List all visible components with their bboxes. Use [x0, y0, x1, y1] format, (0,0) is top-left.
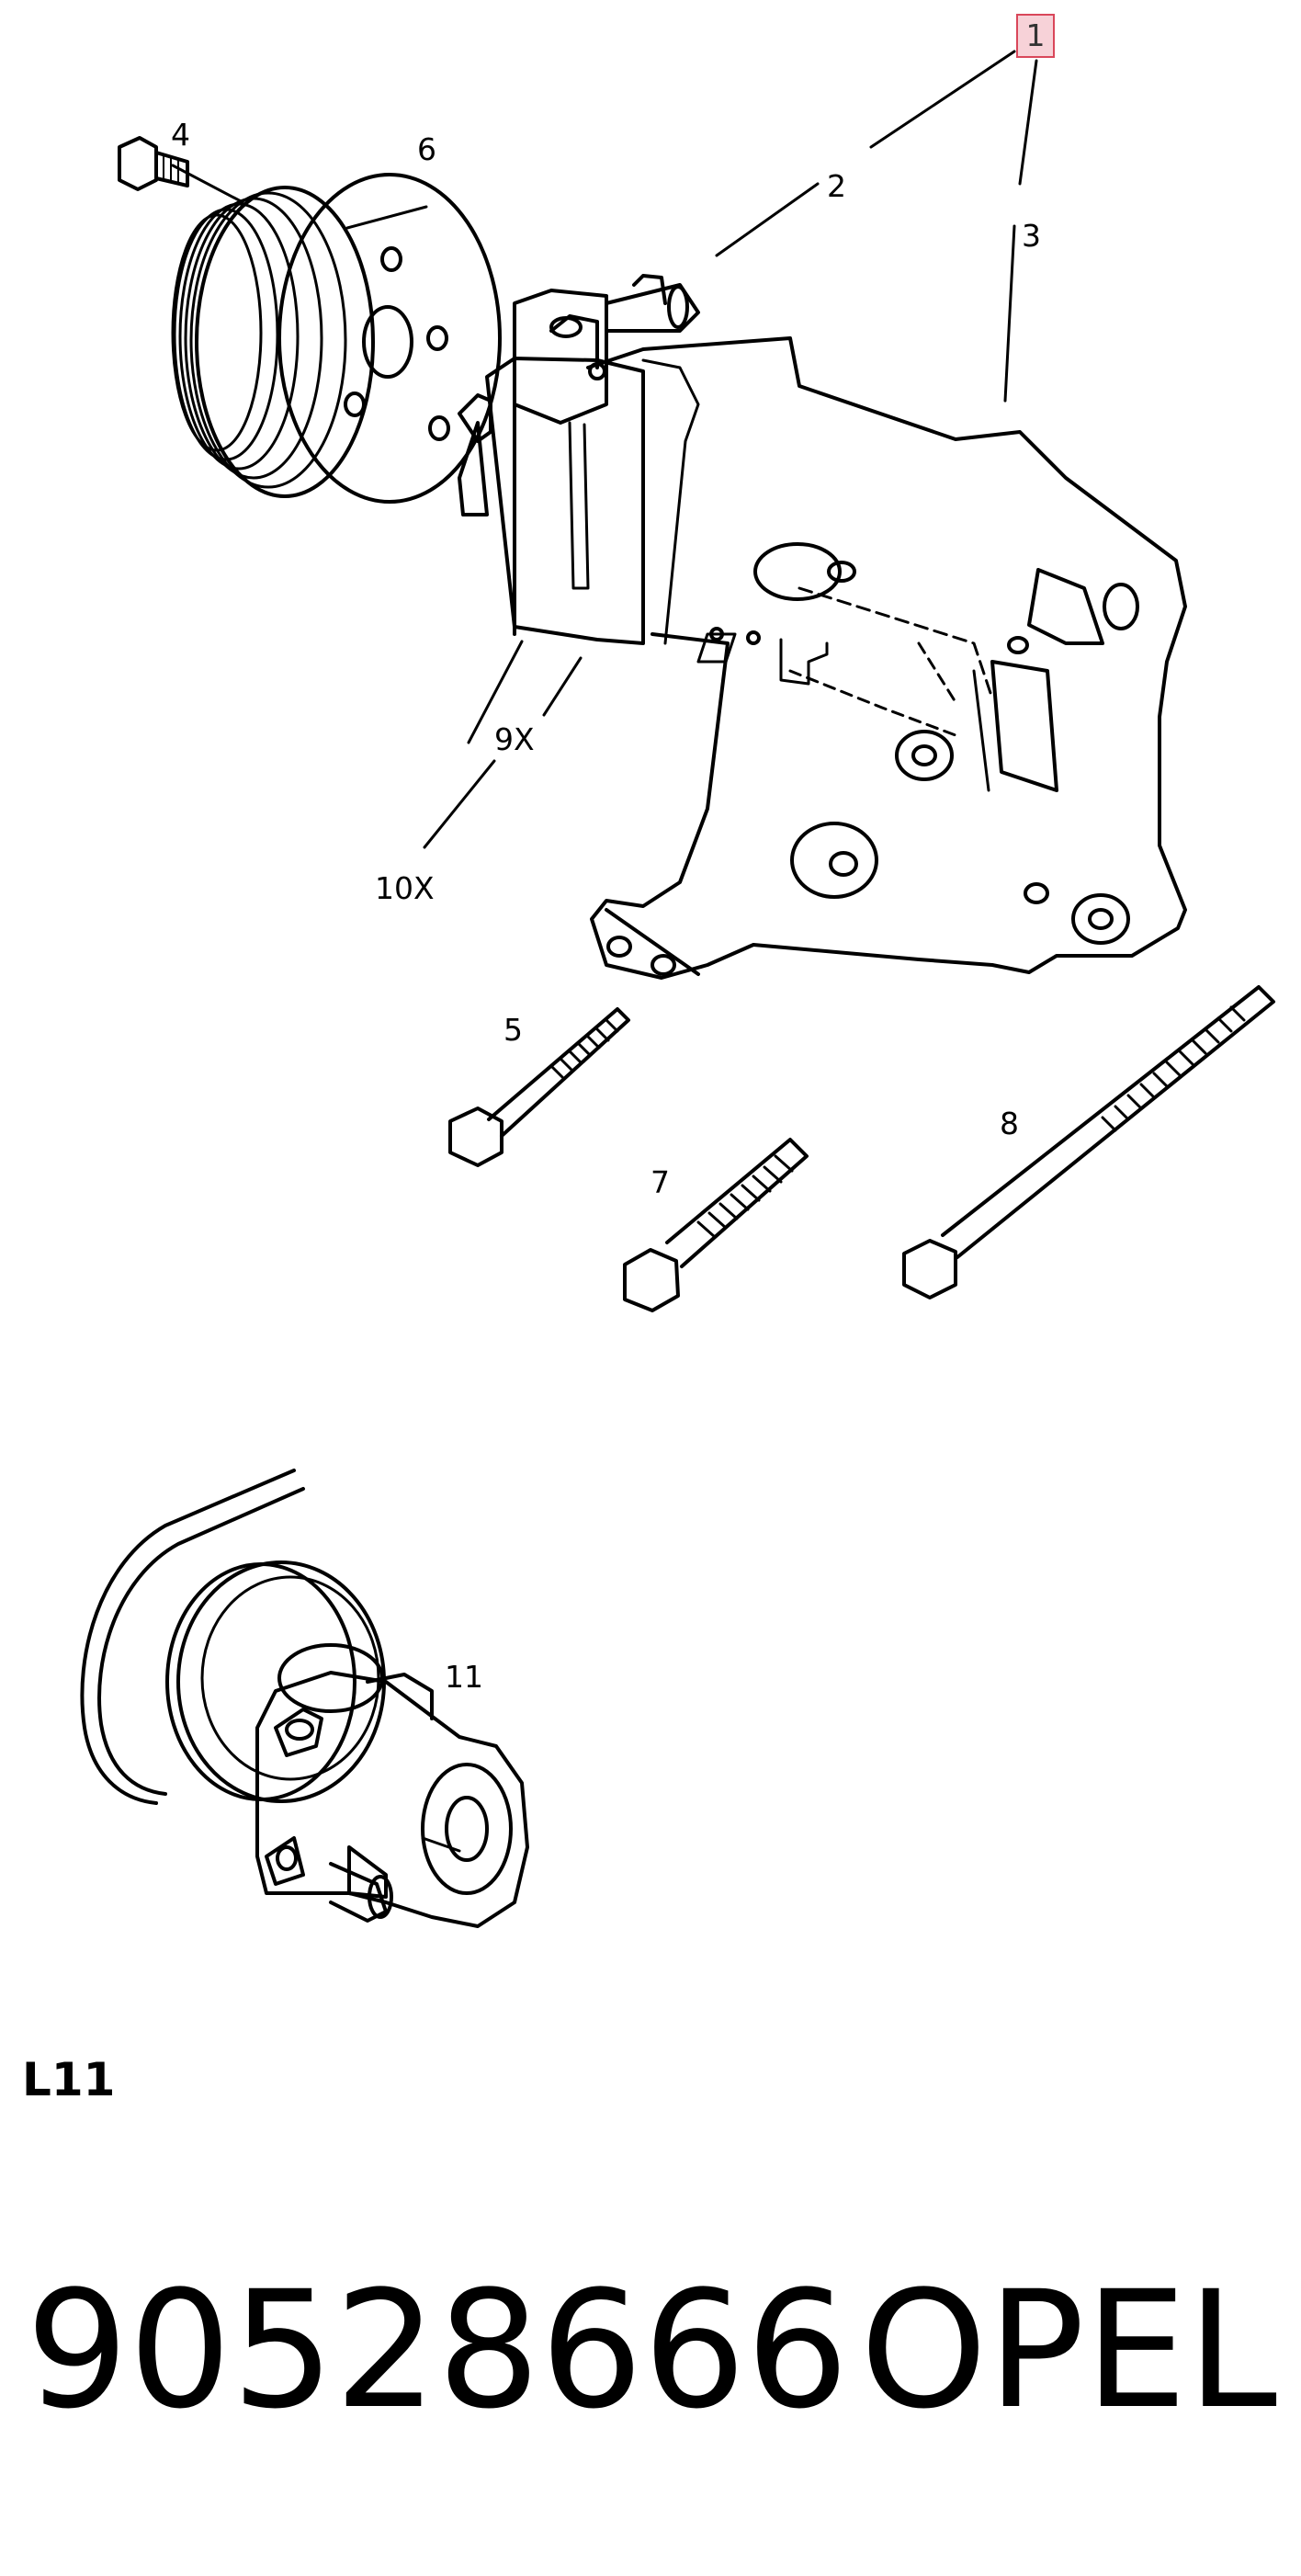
callout-6[interactable]: 6 [417, 131, 436, 167]
callout-7[interactable]: 7 [650, 1164, 670, 1200]
callout-8[interactable]: 8 [1000, 1106, 1019, 1141]
part-number: 90528666 [26, 2256, 849, 2445]
callout-11[interactable]: 11 [445, 1659, 483, 1695]
callout-2[interactable]: 2 [827, 168, 846, 204]
callout-1-highlighted[interactable]: 1 [1016, 14, 1055, 58]
inset-pump-11 [80, 1469, 529, 1928]
power-steering-pump [458, 274, 700, 645]
pulley-6 [171, 173, 502, 504]
callout-3[interactable]: 3 [1022, 218, 1041, 254]
variant-code-label: L11 [22, 2053, 116, 2106]
footer: 90528666 OPEL [26, 2270, 1284, 2432]
bolt-7 [623, 1138, 809, 1312]
callout-9x[interactable]: 9X [494, 721, 535, 757]
brand-name: OPEL [860, 2256, 1277, 2445]
bolt-8 [902, 985, 1275, 1299]
leader-lines [171, 50, 1038, 849]
bolt-5 [448, 1007, 630, 1167]
callout-10x[interactable]: 10X [375, 870, 435, 906]
bolt-4 [118, 136, 189, 191]
callout-4[interactable]: 4 [171, 117, 190, 153]
callout-5[interactable]: 5 [503, 1012, 523, 1048]
bracket-3 [586, 336, 1187, 980]
